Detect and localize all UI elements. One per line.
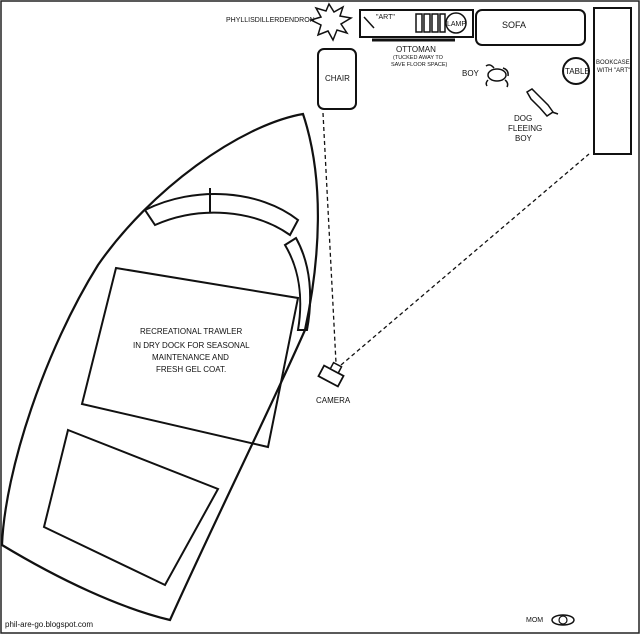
sofa-label: SOFA (502, 20, 526, 30)
art-shelf: "ART" LAMP (359, 9, 474, 38)
bookcase-label-2: WITH "ART" (597, 68, 630, 74)
art-label: "ART" (376, 14, 395, 21)
boat-windshield (143, 192, 300, 237)
boat-label-3: MAINTENANCE AND (152, 353, 229, 362)
book-1 (415, 13, 423, 33)
chair (317, 48, 357, 110)
table-label: TABLE (565, 67, 590, 76)
boat-deck (42, 428, 220, 587)
plant-icon (308, 2, 354, 42)
watermark: phil-are-go.blogspot.com (5, 620, 93, 629)
dog-icon (525, 88, 559, 117)
dog-label-1: DOG (514, 114, 532, 123)
dog-label-3: BOY (515, 134, 533, 143)
bookcase-label-1: BOOKCASE (596, 60, 630, 66)
boy-icon (485, 64, 509, 88)
boat (0, 112, 319, 622)
mom-label: MOM (526, 617, 543, 624)
bookcase (593, 7, 632, 155)
ottoman-note-1: (TUCKED AWAY TO (393, 55, 444, 61)
sofa (475, 9, 586, 46)
book-4 (439, 13, 446, 33)
table (562, 57, 590, 85)
book-2 (423, 13, 431, 33)
sightline-to-bookcase (340, 153, 590, 366)
boat-label-1: RECREATIONAL TRAWLER (140, 327, 242, 336)
plant-label: PHYLLISDILLERDENDRON (226, 17, 315, 24)
ottoman-label: OTTOMAN (396, 45, 436, 54)
boat-label-2: IN DRY DOCK FOR SEASONAL (133, 341, 250, 350)
sightline-to-chair (322, 112, 337, 364)
mom-icon (551, 614, 575, 626)
boat-cabin (80, 266, 300, 449)
camera-label: CAMERA (316, 396, 351, 405)
lamp-label: LAMP (447, 21, 466, 28)
lamp-icon (445, 12, 467, 34)
camera-icon (317, 361, 345, 388)
boat-label-4: FRESH GEL COAT. (156, 365, 226, 374)
boy-label: BOY (462, 69, 480, 78)
dog-label-2: FLEEING (508, 124, 542, 133)
book-3 (431, 13, 439, 33)
ottoman-note-2: SAVE FLOOR SPACE) (391, 62, 448, 68)
chair-label: CHAIR (325, 74, 350, 83)
